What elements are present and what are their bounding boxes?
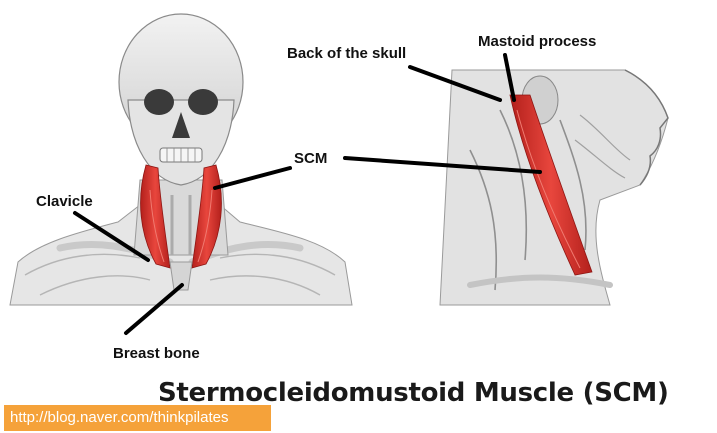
leader-lines: [73, 53, 542, 335]
leader-scm-front: [213, 166, 292, 190]
leader-mastoid-process: [503, 53, 516, 102]
diagram-title: Stermocleidomustoid Muscle (SCM): [158, 378, 669, 408]
watermark-url: http://blog.naver.com/thinkpilates: [4, 405, 271, 431]
leader-back-of-skull: [408, 65, 502, 102]
label-scm: SCM: [294, 150, 328, 167]
label-breast-bone: Breast bone: [113, 345, 200, 362]
label-mastoid-process: Mastoid process: [478, 33, 597, 50]
front-view-figure: [9, 13, 353, 306]
leader-breast-bone: [124, 283, 184, 335]
leader-scm-side: [343, 156, 542, 174]
side-view-figure: [439, 69, 669, 306]
label-back-of-skull: Back of the skull: [287, 45, 407, 62]
label-clavicle: Clavicle: [36, 193, 93, 210]
leader-clavicle: [73, 211, 150, 262]
